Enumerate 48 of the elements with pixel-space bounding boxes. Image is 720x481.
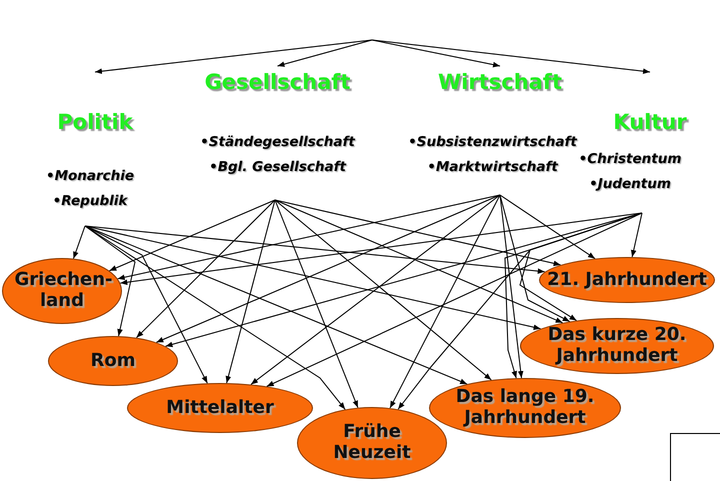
category-heading: Wirtschaft — [438, 70, 562, 94]
bullet-item: •Subsistenzwirtschaft — [408, 134, 577, 150]
bullet-item: •Judentum — [589, 176, 671, 192]
category-heading: Gesellschaft — [204, 70, 350, 94]
arrow — [500, 194, 570, 322]
bullet-item: •Monarchie — [46, 168, 134, 184]
category-heading: Kultur — [613, 110, 687, 134]
arrow — [84, 226, 346, 410]
bullet-item: •Marktwirtschaft — [427, 159, 558, 175]
epoch-label: Rom — [90, 350, 136, 372]
arrow — [165, 212, 642, 348]
epoch-label: Frühe Neuzeit — [332, 422, 412, 464]
arrow — [266, 212, 642, 387]
epoch-label: 21. Jahrhundert — [547, 270, 707, 290]
arrow — [274, 200, 564, 324]
arrow — [94, 40, 372, 74]
arrow — [500, 194, 524, 379]
arrow — [226, 200, 276, 384]
epoch-label: Mittelalter — [166, 398, 274, 418]
category-heading: Politik — [57, 110, 133, 134]
arrow — [274, 200, 492, 380]
arrow — [108, 200, 276, 272]
bullet-item: •Ständegesellschaft — [200, 134, 355, 150]
arrow — [372, 40, 500, 68]
arrow — [84, 226, 136, 337]
epoch-label: Griechen- land — [14, 270, 110, 312]
arrow — [500, 194, 596, 260]
arrow — [372, 40, 650, 74]
arrow — [117, 194, 500, 280]
bullet-item: •Bgl. Gesellschaft — [209, 159, 346, 175]
arrow — [72, 226, 86, 260]
arrow — [274, 200, 562, 266]
arrow — [120, 212, 642, 285]
epoch-label: Das kurze 20. Jahrhundert — [546, 325, 688, 367]
bullet-item: •Republik — [52, 193, 128, 209]
arrow — [250, 194, 500, 385]
arrow — [274, 200, 358, 408]
bullet-item: •Christentum — [578, 151, 682, 167]
epoch-ellipse — [539, 257, 715, 303]
arrow — [390, 194, 500, 409]
arrow — [519, 212, 642, 322]
epoch-label: Das lange 19. Jahrhundert — [454, 387, 596, 429]
arrow — [84, 226, 542, 330]
arrow — [136, 200, 276, 338]
arrow — [84, 226, 546, 274]
arrow — [277, 40, 372, 67]
arrow — [630, 212, 642, 258]
arrow — [156, 194, 500, 343]
